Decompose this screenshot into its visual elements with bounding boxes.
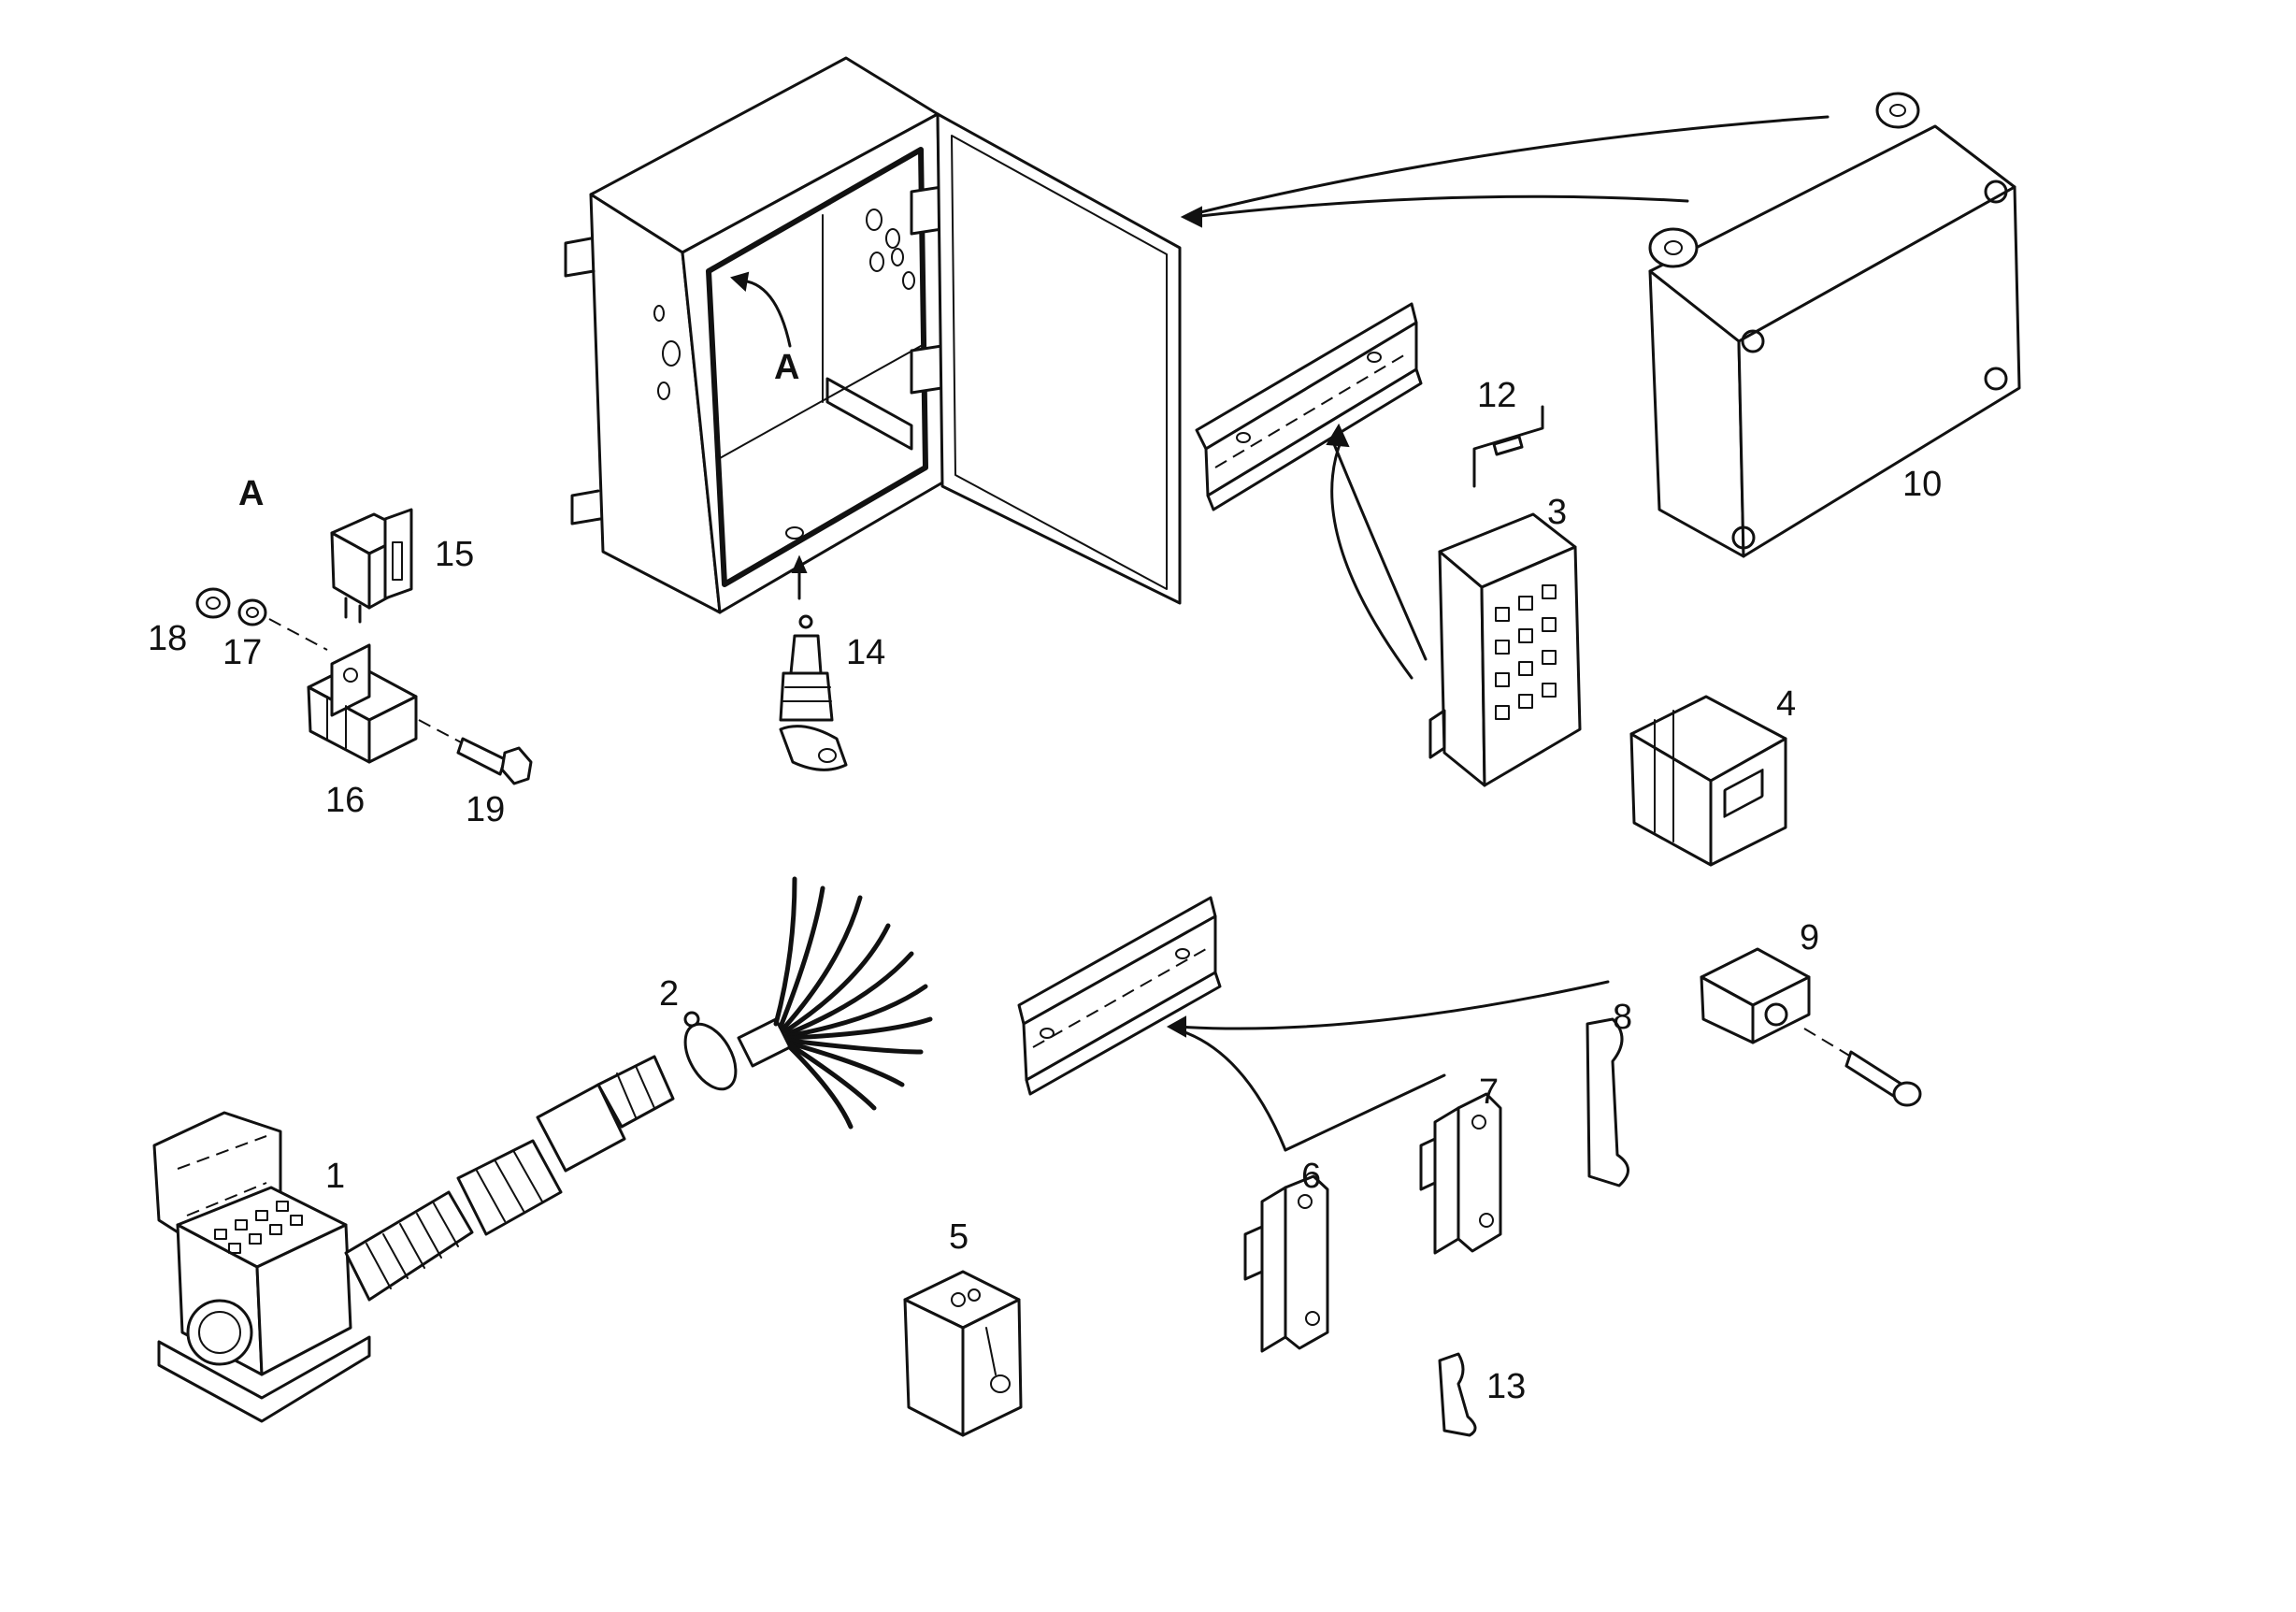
- conduit-hose: [344, 1055, 675, 1302]
- detail-section-label-a: A: [238, 474, 264, 513]
- label-part-7: 7: [1479, 1072, 1499, 1112]
- bracket-16: [307, 643, 418, 764]
- label-part-6: 6: [1301, 1157, 1321, 1196]
- jumper-12: [1472, 405, 1544, 488]
- relay-4: [1629, 695, 1787, 867]
- terminal-6: [1243, 1174, 1329, 1353]
- relay-socket-3: [1428, 512, 1582, 787]
- cable-tie-2: [683, 1011, 738, 1091]
- cable-gland-14: [779, 554, 848, 771]
- wire-bundle: [737, 876, 933, 1130]
- label-part-19: 19: [466, 790, 505, 829]
- arrow-label-a: A: [774, 348, 799, 387]
- end-plate-8: [1586, 1017, 1629, 1187]
- relay-15: [330, 508, 413, 624]
- label-part-8: 8: [1613, 998, 1632, 1037]
- label-part-1: 1: [325, 1157, 345, 1196]
- label-part-13: 13: [1486, 1367, 1526, 1406]
- bolt-19: [418, 719, 533, 785]
- label-part-16: 16: [325, 781, 365, 820]
- din-rail-lower: [1017, 896, 1222, 1096]
- module-5: [903, 1270, 1023, 1437]
- washer-17: [237, 598, 267, 626]
- label-part-17: 17: [222, 633, 262, 672]
- label-part-5: 5: [949, 1217, 969, 1257]
- assembly-axis-line: [268, 618, 328, 651]
- clip-13: [1438, 1352, 1477, 1437]
- endparts-to-rail-arrow: [1166, 980, 1610, 1152]
- connector-1: [152, 1111, 371, 1423]
- nut-18: [195, 587, 231, 619]
- enclosure-cover-10: [1648, 92, 2021, 558]
- label-part-9: 9: [1800, 918, 1819, 957]
- terminal-7: [1419, 1092, 1502, 1255]
- label-part-15: 15: [435, 535, 474, 574]
- label-part-3: 3: [1547, 493, 1567, 532]
- label-part-12: 12: [1477, 376, 1516, 415]
- enclosure-box: A: [564, 56, 997, 614]
- din-rail-upper: [1195, 302, 1423, 511]
- label-part-10: 10: [1902, 465, 1942, 504]
- label-part-14: 14: [846, 633, 885, 672]
- label-part-18: 18: [148, 619, 187, 658]
- label-part-4: 4: [1776, 684, 1796, 724]
- terminal-9: [1700, 947, 1922, 1107]
- label-part-2: 2: [659, 974, 679, 1014]
- cover-to-door-arrow: [1180, 115, 1830, 228]
- enclosure-door: [936, 112, 1182, 605]
- relay-to-rail-arrow: [1326, 423, 1428, 680]
